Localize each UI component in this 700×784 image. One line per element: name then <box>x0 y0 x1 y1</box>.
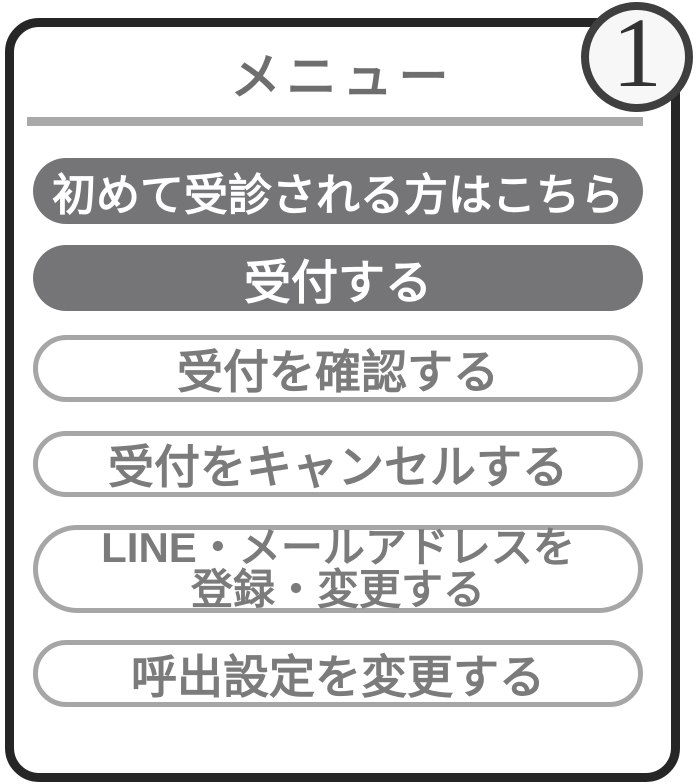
menu-button-confirm-reception[interactable]: 受付を確認する <box>33 335 643 402</box>
step-number-text: 1 <box>612 0 662 108</box>
menu-button-cancel-reception[interactable]: 受付をキャンセルする <box>33 431 643 497</box>
menu-button-first-visit[interactable]: 初めて受診される方はこちら <box>33 158 643 224</box>
menu-button-line-email-register-line1: LINE・メールアドレスを <box>101 524 575 571</box>
menu-button-check-in[interactable]: 受付する <box>33 245 643 311</box>
menu-button-line-email-register-line2: 登録・変更する <box>190 566 485 613</box>
page-title: メニュー <box>230 49 455 105</box>
title-divider <box>27 117 643 126</box>
menu-panel: メニュー 初めて受診される方はこちら 受付する 受付を確認する 受付をキャンセル… <box>5 18 680 782</box>
step-number-badge: 1 <box>581 2 693 112</box>
menu-button-call-settings[interactable]: 呼出設定を変更する <box>33 640 643 707</box>
menu-button-line-email-register[interactable]: LINE・メールアドレスを 登録・変更する <box>33 525 643 613</box>
